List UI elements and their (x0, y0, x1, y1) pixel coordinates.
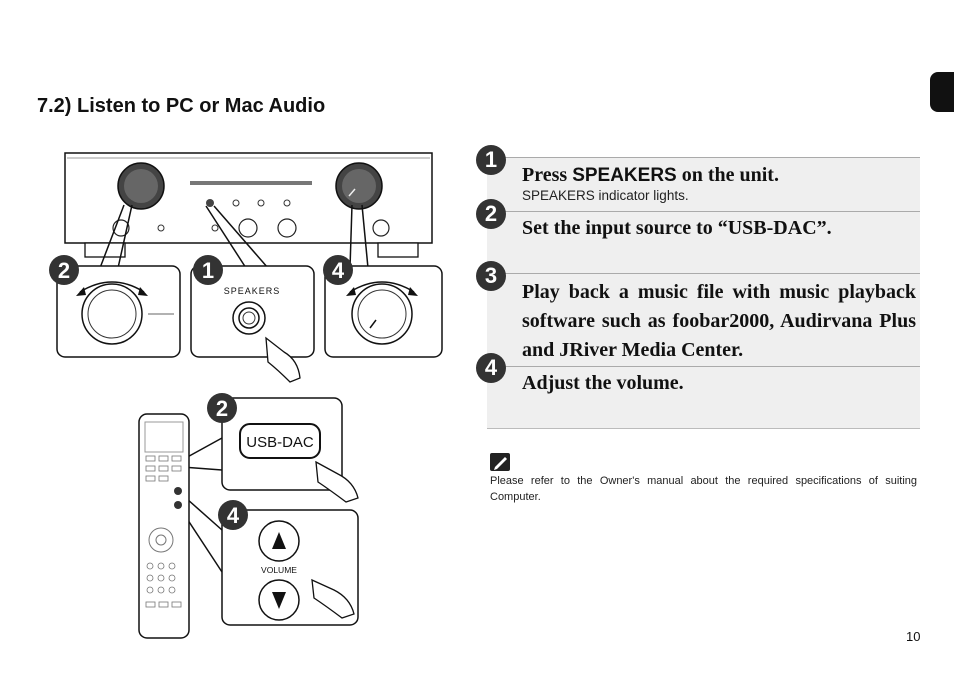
remote-control (138, 413, 190, 639)
step-3-text: Play back a music file with music playba… (522, 281, 916, 361)
step-divider (487, 366, 920, 367)
callout-badge: 2 (207, 393, 237, 423)
volume-buttons-callout (221, 509, 359, 626)
steps-panel (487, 157, 920, 429)
input-selector-callout (56, 265, 181, 358)
callout-badge: 4 (218, 500, 248, 530)
section-title: 7.2) Listen to PC or Mac Audio (37, 95, 326, 117)
step-number: 2 (476, 199, 506, 229)
page-number: 10 (906, 629, 921, 644)
callout-badge: 2 (49, 255, 79, 285)
speakers-button-callout (190, 265, 315, 383)
pencil-note-icon (490, 453, 510, 471)
step-number: 3 (476, 261, 506, 291)
speakers-label: SPEAKERS (224, 286, 281, 296)
step-4-text: Adjust the volume. (522, 372, 684, 394)
note-text: Please refer to the Owner's manual about… (490, 475, 917, 503)
usb-dac-label: USB-DAC (246, 434, 314, 451)
svg-text:4: 4 (227, 503, 240, 528)
svg-text:2: 2 (58, 258, 70, 283)
volume-knob-callout (324, 265, 443, 358)
amplifier-remote-illustration: 2 1 4 2 4 SPEAKERS USB-DAC VOLUME (49, 152, 443, 639)
step-divider (487, 273, 920, 274)
svg-text:1: 1 (202, 258, 214, 283)
step-1-suffix: on the unit. (676, 164, 779, 186)
callout-badge: 4 (323, 255, 353, 285)
svg-text:4: 4 (332, 258, 345, 283)
svg-text:2: 2 (216, 396, 228, 421)
usb-dac-callout (221, 397, 359, 503)
section-tab (930, 72, 954, 112)
callout-badge: 1 (193, 255, 223, 285)
step-1-text: Press SPEAKERS on the unit. (522, 164, 779, 187)
step-1-prefix: Press (522, 164, 573, 186)
speakers-key-label: SPEAKERS (572, 165, 677, 186)
step-2-text: Set the input source to “USB-DAC”. (522, 217, 832, 239)
step-1-subtext: SPEAKERS indicator lights. (522, 188, 689, 203)
step-number: 4 (476, 353, 506, 383)
step-divider (487, 211, 920, 212)
step-number: 1 (476, 145, 506, 175)
volume-label: VOLUME (261, 565, 297, 575)
amplifier-front-panel (64, 152, 433, 258)
step-divider (487, 157, 920, 158)
